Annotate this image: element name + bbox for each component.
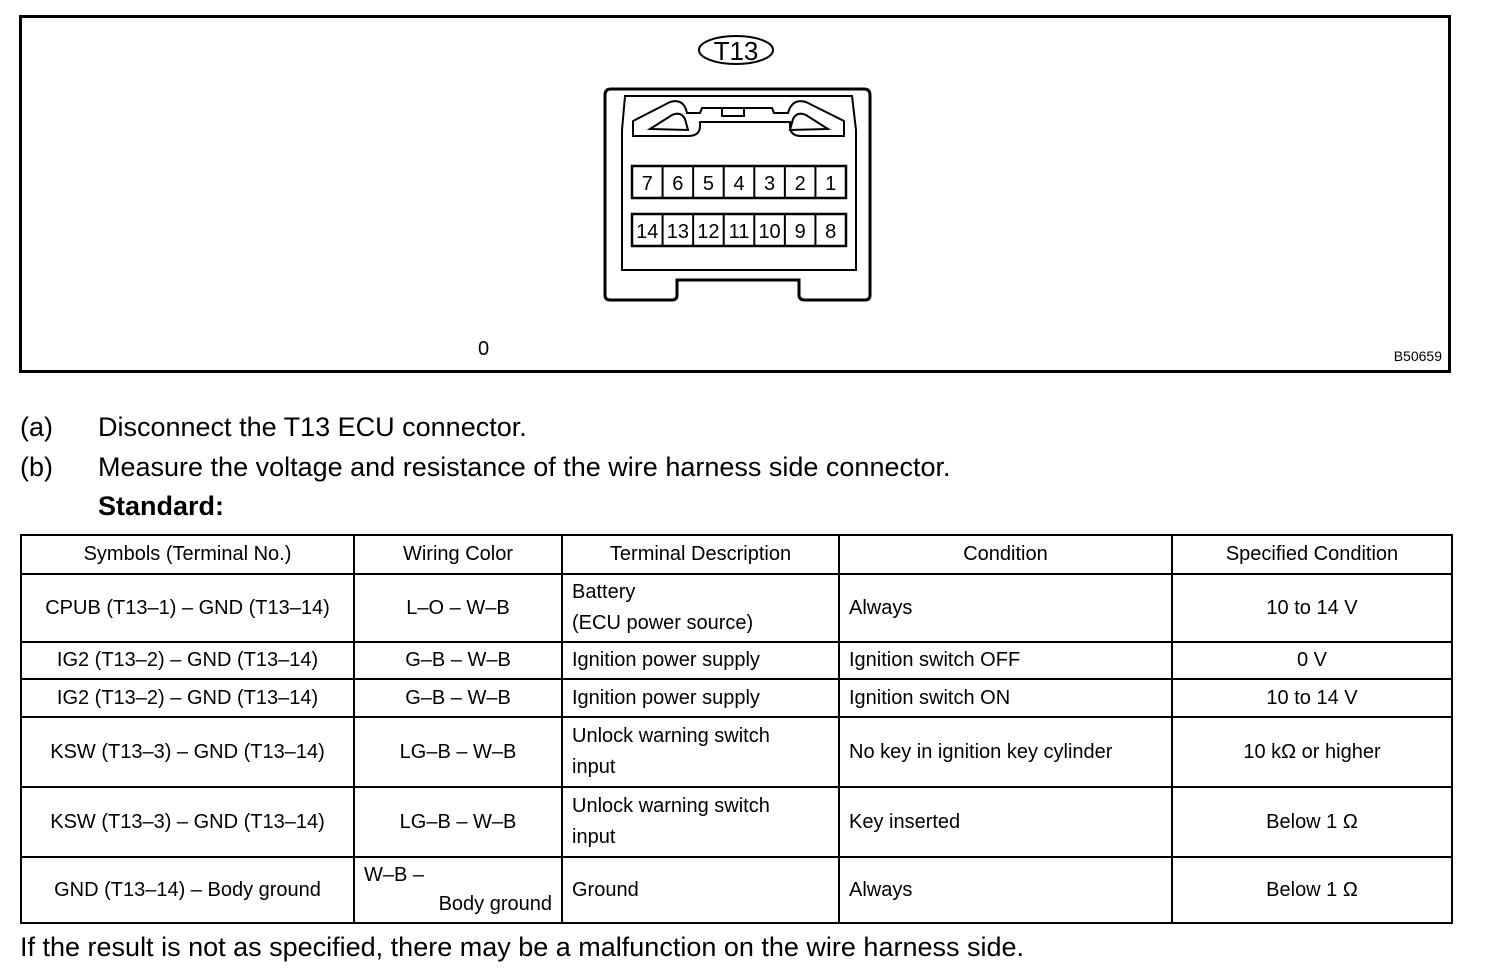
- cell-wiring-color: LG–B – W–B: [353, 716, 563, 788]
- standard-label: Standard:: [98, 491, 225, 521]
- figure-code: B50659: [1393, 348, 1442, 364]
- desc-line: Unlock warning switch: [572, 795, 770, 817]
- connector-label-ellipse: [698, 35, 774, 65]
- cell-specified-condition: 10 kΩ or higher: [1171, 716, 1453, 788]
- step-a-text: Disconnect the T13 ECU connector.: [98, 412, 527, 442]
- header-symbols: Symbols (Terminal No.): [20, 534, 355, 575]
- step-a-label: (a): [20, 412, 53, 442]
- connector-housing: [603, 87, 872, 302]
- cell-symbols: KSW (T13–3) – GND (T13–14): [20, 786, 355, 858]
- connector-label: T13: [714, 36, 759, 66]
- pin-number: 12: [697, 221, 719, 243]
- cell-terminal-description: Unlock warning switch input: [561, 786, 840, 858]
- wiring-color-line: Body ground: [438, 893, 552, 915]
- pin-number: 8: [825, 221, 836, 243]
- desc-line: (ECU power source): [572, 612, 754, 634]
- step-b-text: Measure the voltage and resistance of th…: [98, 452, 951, 482]
- desc-line: input: [572, 826, 616, 848]
- pin-number: 9: [795, 221, 806, 243]
- header-specified-condition: Specified Condition: [1171, 534, 1453, 575]
- header-wiring-color: Wiring Color: [353, 534, 563, 575]
- spec-table: Symbols (Terminal No.) Wiring Color Term…: [20, 534, 1453, 924]
- pin-number: 11: [729, 221, 750, 243]
- connector-inner-shell: [621, 95, 857, 271]
- table-row: GND (T13–14) – Body ground W–B – Body gr…: [20, 856, 1453, 924]
- figure-zero-mark: 0: [478, 338, 490, 360]
- pin-number: 13: [667, 221, 689, 243]
- cell-terminal-description: Ignition power supply: [561, 641, 840, 680]
- cell-condition: Key inserted: [838, 786, 1173, 858]
- cell-symbols: CPUB (T13–1) – GND (T13–14): [20, 573, 355, 643]
- cell-wiring-color: G–B – W–B: [353, 678, 563, 718]
- cell-condition: Always: [838, 573, 1173, 643]
- pin-number: 2: [795, 173, 806, 195]
- pin-number: 1: [825, 173, 836, 195]
- cell-wiring-color: L–O – W–B: [353, 573, 563, 643]
- cell-condition: Ignition switch OFF: [838, 641, 1173, 680]
- cell-specified-condition: 10 to 14 V: [1171, 678, 1453, 718]
- table-header-row: Symbols (Terminal No.) Wiring Color Term…: [20, 534, 1453, 575]
- table-row: KSW (T13–3) – GND (T13–14) LG–B – W–B Un…: [20, 716, 1453, 788]
- desc-line: input: [572, 756, 616, 778]
- table-row: IG2 (T13–2) – GND (T13–14) G–B – W–B Ign…: [20, 678, 1453, 718]
- pin-number: 10: [758, 221, 780, 243]
- terminal-row-top: [630, 164, 848, 200]
- step-b-label: (b): [20, 452, 53, 482]
- cell-wiring-color: G–B – W–B: [353, 641, 563, 680]
- desc-line: Battery: [572, 581, 636, 603]
- cell-specified-condition: 0 V: [1171, 641, 1453, 680]
- cell-condition: Ignition switch ON: [838, 678, 1173, 718]
- connector-latch: [632, 100, 845, 137]
- cell-specified-condition: Below 1 Ω: [1171, 856, 1453, 924]
- pin-number: 5: [703, 173, 714, 195]
- header-terminal-description: Terminal Description: [561, 534, 840, 575]
- terminal-row-bottom: [630, 212, 848, 248]
- table-row: IG2 (T13–2) – GND (T13–14) G–B – W–B Ign…: [20, 641, 1453, 680]
- cell-symbols: IG2 (T13–2) – GND (T13–14): [20, 641, 355, 680]
- cell-symbols: KSW (T13–3) – GND (T13–14): [20, 716, 355, 788]
- cell-specified-condition: Below 1 Ω: [1171, 786, 1453, 858]
- cell-wiring-color: LG–B – W–B: [353, 786, 563, 858]
- pin-number: 6: [672, 173, 683, 195]
- cell-wiring-color: W–B – Body ground: [353, 856, 563, 924]
- desc-line: Unlock warning switch: [572, 725, 770, 747]
- header-condition: Condition: [838, 534, 1173, 575]
- cell-terminal-description: Unlock warning switch input: [561, 716, 840, 788]
- cell-condition: Always: [838, 856, 1173, 924]
- table-row: KSW (T13–3) – GND (T13–14) LG–B – W–B Un…: [20, 786, 1453, 858]
- cell-symbols: GND (T13–14) – Body ground: [20, 856, 355, 924]
- table-row: CPUB (T13–1) – GND (T13–14) L–O – W–B Ba…: [20, 573, 1453, 643]
- cell-terminal-description: Ignition power supply: [561, 678, 840, 718]
- footer-note: If the result is not as specified, there…: [20, 932, 1025, 962]
- pin-number: 3: [764, 173, 775, 195]
- pin-number: 4: [733, 173, 744, 195]
- pin-number: 14: [636, 221, 658, 243]
- step-b: (b) Measure the voltage and resistance of…: [20, 451, 951, 483]
- cell-specified-condition: 10 to 14 V: [1171, 573, 1453, 643]
- cell-terminal-description: Ground: [561, 856, 840, 924]
- cell-symbols: IG2 (T13–2) – GND (T13–14): [20, 678, 355, 718]
- cell-terminal-description: Battery (ECU power source): [561, 573, 840, 643]
- step-a: (a) Disconnect the T13 ECU connector.: [20, 411, 527, 443]
- pin-number: 7: [642, 173, 653, 195]
- cell-condition: No key in ignition key cylinder: [838, 716, 1173, 788]
- wiring-color-line: W–B –: [364, 864, 425, 886]
